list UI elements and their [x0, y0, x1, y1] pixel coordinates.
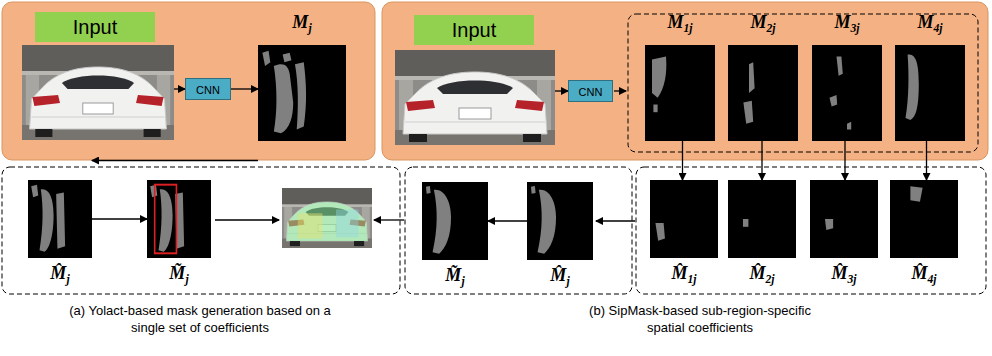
mask-shape	[728, 45, 798, 141]
mask-label: M3j	[792, 11, 902, 40]
cnn-label: CNN	[186, 79, 230, 101]
arrow	[926, 141, 927, 180]
arrow	[92, 218, 147, 219]
mask-image: M1j	[645, 45, 715, 141]
arrow	[92, 160, 258, 161]
arrow	[488, 220, 527, 221]
cnn-label: CNN	[569, 81, 612, 103]
mask-shape	[28, 180, 92, 258]
panel	[382, 2, 988, 160]
mask-image: M̃j	[422, 182, 488, 260]
mask-shape	[810, 180, 878, 258]
mask-label: M̂j	[8, 262, 112, 291]
car-photo	[395, 50, 555, 145]
cnn-box: CNN	[185, 78, 231, 100]
mask-label: M̂4j	[870, 262, 978, 291]
mask-image: M̂j	[28, 180, 92, 258]
arrow	[596, 220, 635, 221]
input-image: Input	[22, 45, 174, 140]
mask-shape	[527, 182, 593, 260]
mask-label: M̂3j	[790, 262, 898, 291]
mask-label: M̃j	[127, 262, 231, 291]
caption: (a) Yolact-based mask generation based o…	[60, 302, 340, 336]
arrow	[614, 90, 626, 91]
mask-label: M2j	[708, 11, 818, 40]
mask-image: M3j	[812, 45, 882, 141]
group-box	[2, 167, 400, 294]
cnn-box: CNN	[568, 80, 613, 102]
mask-shape	[890, 180, 958, 258]
mask-image: M̂2j	[728, 180, 796, 258]
mask-image: M̃j	[147, 180, 211, 258]
arrow	[215, 219, 279, 220]
mask-image: M2j	[728, 45, 798, 141]
group-box	[405, 167, 632, 294]
mask-image: M̂3j	[810, 180, 878, 258]
mask-shape	[650, 180, 718, 258]
mask-image: M̂1j	[650, 180, 718, 258]
mask-label: M4j	[875, 11, 985, 40]
group-box	[636, 167, 986, 294]
input-label: Input	[414, 15, 534, 45]
mask-label: Mj	[238, 11, 366, 40]
panel	[2, 2, 375, 160]
mask-label: M1j	[625, 11, 735, 40]
mask-label: M̃j	[402, 264, 508, 293]
mask-shape	[728, 180, 796, 258]
mask-shape	[422, 182, 488, 260]
mask-image: M4j	[895, 45, 965, 141]
arrow	[844, 141, 845, 180]
group-box	[628, 14, 978, 152]
mask-image: M̂j	[527, 182, 593, 260]
mask-label: M̂1j	[630, 262, 738, 291]
arrow	[682, 141, 683, 180]
caption: (b) SipMask-based sub-region-specific sp…	[570, 302, 830, 336]
mask-shape	[645, 45, 715, 141]
mask-label: M̂j	[507, 264, 613, 293]
arrow	[231, 88, 258, 89]
input-label: Input	[35, 12, 155, 42]
arrow	[555, 90, 568, 91]
mask-label: M̂2j	[708, 262, 816, 291]
input-image: Input	[395, 50, 555, 145]
arrow	[761, 141, 762, 180]
mask-shape	[147, 180, 211, 258]
car-photo	[22, 45, 174, 140]
mask-shape	[258, 45, 346, 141]
mask-image: M̂4j	[890, 180, 958, 258]
arrow	[374, 219, 404, 220]
result-image	[282, 188, 372, 248]
mask-shape	[812, 45, 882, 141]
arrow	[174, 88, 185, 89]
mask-shape	[895, 45, 965, 141]
mask-image: Mj	[258, 45, 346, 141]
